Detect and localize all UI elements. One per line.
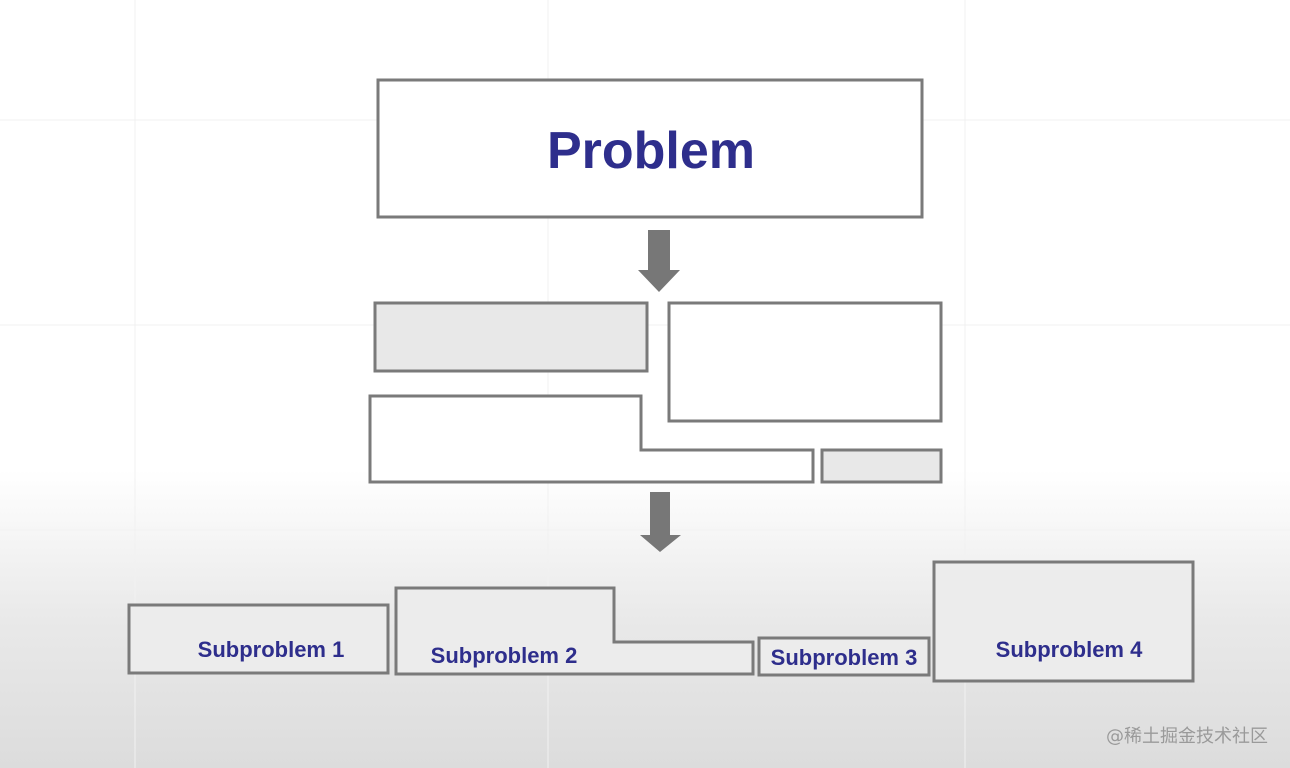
problem-label: Problem (547, 122, 755, 180)
subproblem-2-box (394, 586, 755, 676)
subproblem-3-box (757, 636, 931, 677)
fragment-box-a (373, 301, 649, 373)
problem-box (376, 78, 924, 219)
arrow-down-icon (638, 230, 680, 292)
subproblem-1-label: Subproblem 1 (198, 637, 345, 662)
fragment-box-b (667, 301, 943, 423)
subproblem-4-box (932, 560, 1195, 683)
subproblem-4-label: Subproblem 4 (996, 637, 1143, 662)
subproblem-1-box (127, 603, 390, 675)
watermark: @稀土掘金技术社区 (1106, 726, 1268, 747)
fragment-box-c (368, 394, 815, 484)
fragment-box-d (820, 448, 943, 484)
subproblem-2-label: Subproblem 2 (431, 643, 578, 668)
arrow-down-icon (640, 492, 681, 552)
subproblem-3-label: Subproblem 3 (771, 645, 918, 670)
